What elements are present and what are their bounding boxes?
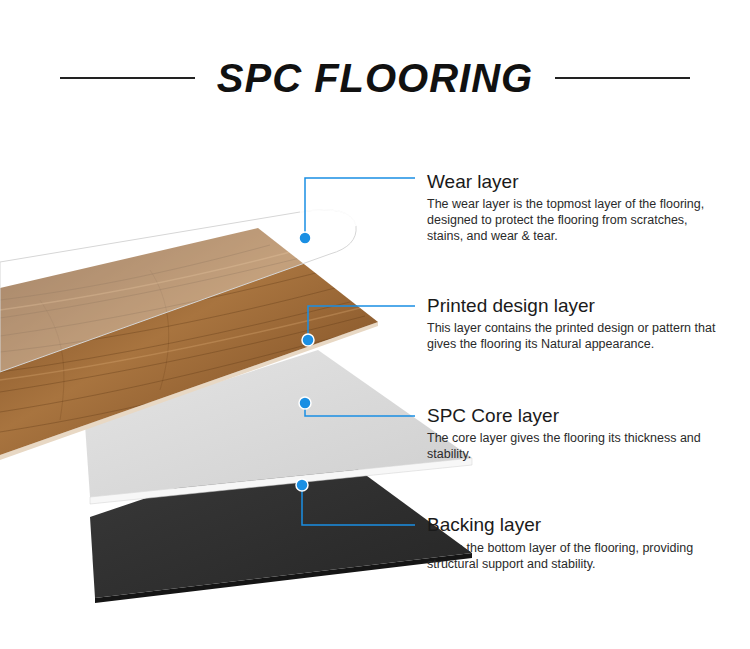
layer-description: The wear layer is the topmost layer of t… xyxy=(427,196,727,244)
layer-heading: Wear layer xyxy=(427,170,519,194)
layer-description: The core layer gives the flooring its th… xyxy=(427,430,727,462)
wear-layer xyxy=(0,210,356,372)
leader-line xyxy=(302,178,415,525)
title-rule xyxy=(555,77,690,79)
layer-description: This is the bottom layer of the flooring… xyxy=(427,540,727,572)
layer-description: This layer contains the printed design o… xyxy=(427,320,727,352)
wear-curl xyxy=(300,210,356,226)
layer-heading: Printed design layer xyxy=(427,294,595,318)
title-rule xyxy=(60,77,195,79)
layer-heading: Backing layer xyxy=(427,513,541,537)
callout-dot xyxy=(296,232,314,491)
layer-heading: SPC Core layer xyxy=(427,404,559,428)
title: SPC FLOORING xyxy=(0,55,750,101)
